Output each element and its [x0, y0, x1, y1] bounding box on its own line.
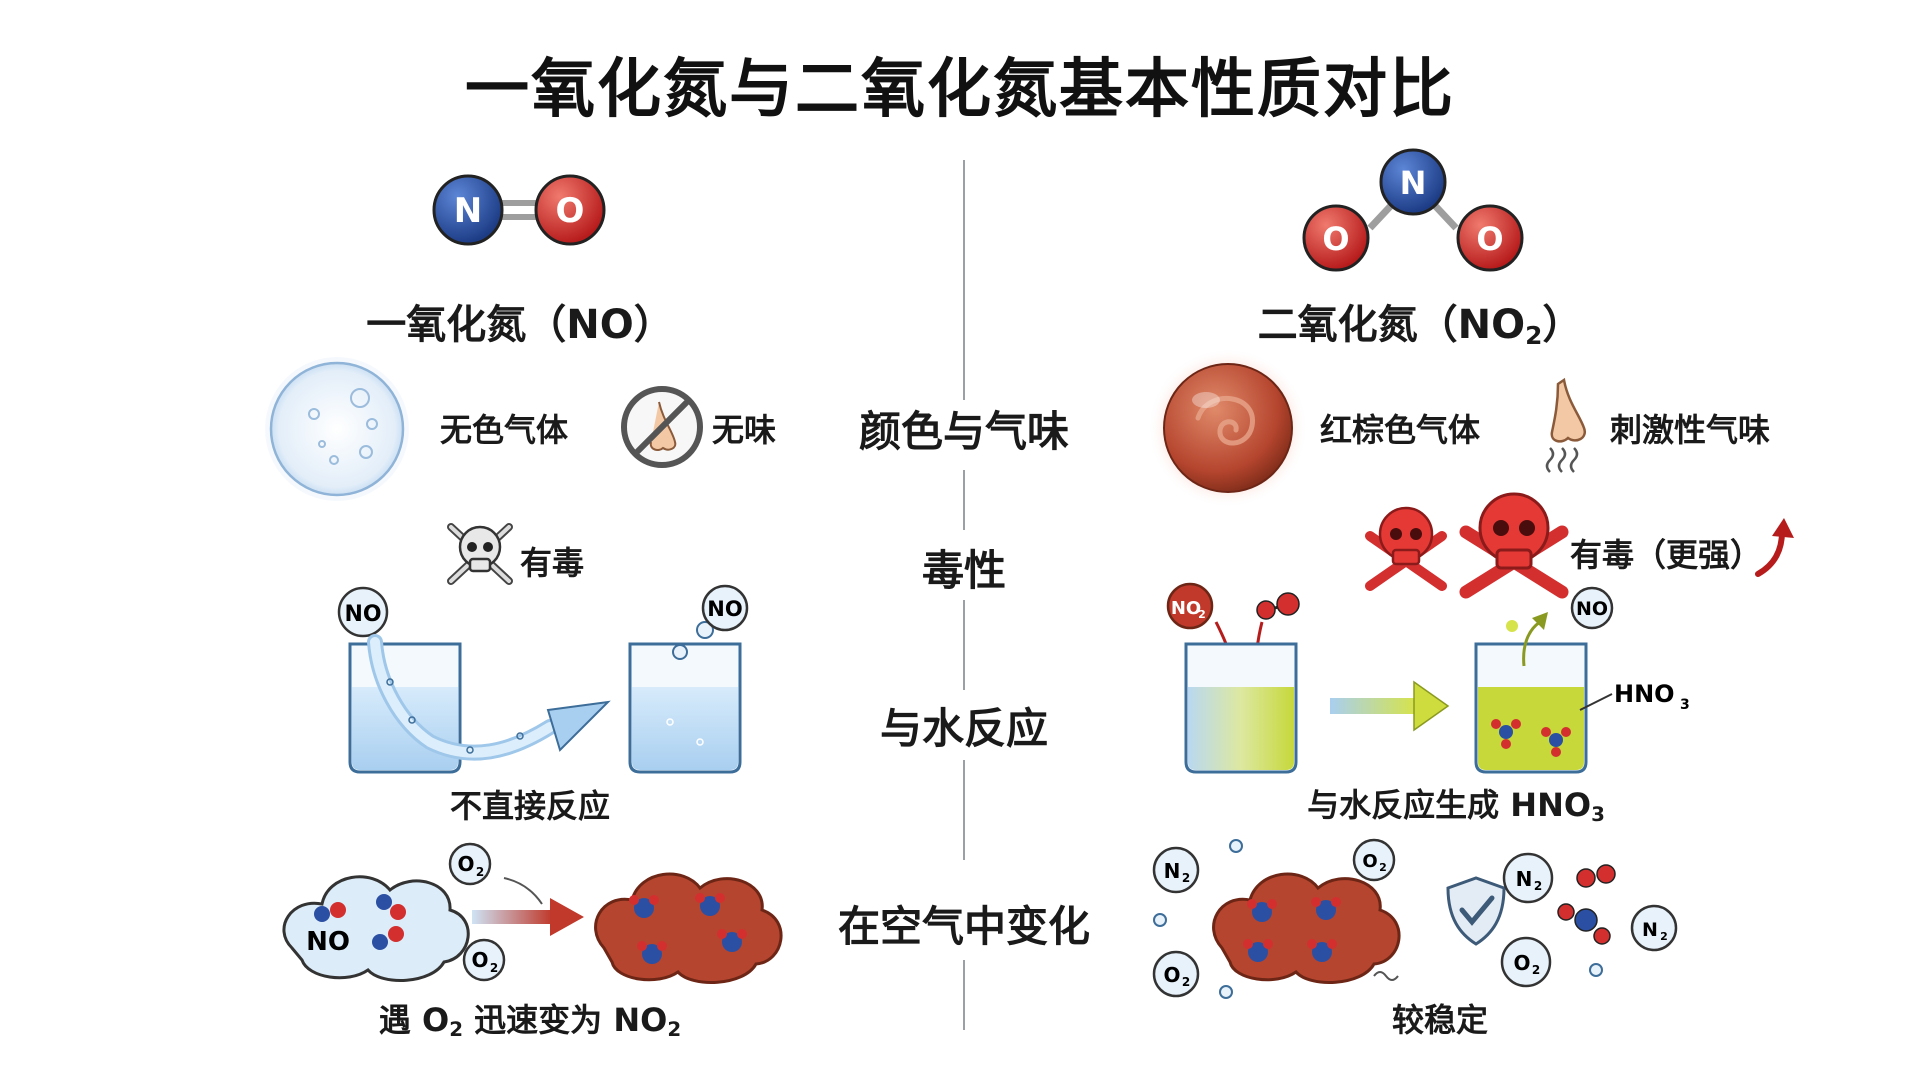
center-divider [963, 160, 965, 400]
o2-bubble: O 2 [1500, 936, 1552, 988]
n2-bubble: N 2 [1502, 852, 1554, 904]
no2-water-diagram: NO 2 NO HNO 3 [1166, 582, 1690, 774]
n2-sub: 2 [1534, 879, 1542, 893]
no2-molecule-icon: N O O [1302, 148, 1524, 272]
no2-water-tag: NO [1171, 598, 1201, 619]
hno3-sub: 3 [1680, 697, 1690, 713]
caption-sub: 3 [1591, 802, 1605, 826]
category-color-smell: 颜色与气味 [858, 407, 1069, 456]
no2-water-tag-no: NO [1576, 598, 1608, 620]
tag-sub: 2 [1198, 608, 1206, 621]
no-toxicity-label: 有毒 [520, 544, 585, 582]
o2-tag-sub: 2 [490, 961, 498, 975]
no-water-tag-right: NO [707, 597, 742, 621]
shield-icon [1446, 876, 1506, 946]
no-color-label: 无色气体 [440, 411, 569, 449]
colorless-gas-icon [265, 357, 409, 501]
caption-sub: 2 [667, 1017, 682, 1041]
o2-sub: 2 [1182, 975, 1190, 989]
increase-arrow-icon [1755, 518, 1794, 577]
category-toxicity: 毒性 [921, 546, 1006, 595]
caption-part: 与水反应生成 HNO [1307, 786, 1592, 824]
skull-icon [447, 523, 513, 585]
center-divider [963, 760, 965, 860]
o2-sub: 2 [1379, 861, 1387, 874]
no-molecule-icon: N O [432, 174, 606, 246]
n2-label: N [1642, 919, 1658, 941]
o2-bubble: O 2 [1352, 838, 1396, 882]
no-smell-label: 无味 [712, 411, 777, 449]
name-sub: 2 [1525, 321, 1543, 351]
no-name: 一氧化氮（NO） [366, 302, 674, 348]
o2-tag: O [471, 948, 488, 972]
no-cloud-label: NO [306, 927, 350, 957]
atom-o-label: O [1476, 220, 1503, 258]
o2-label: O [1362, 851, 1377, 872]
category-water: 与水反应 [879, 704, 1048, 753]
center-divider [963, 600, 965, 690]
page-title: 一氧化氮与二氧化氮基本性质对比 [465, 53, 1455, 127]
brown-gas-icon [1148, 348, 1308, 508]
o2-tag-sub: 2 [476, 865, 484, 879]
no2-water-caption: 与水反应生成 HNO3 [1286, 780, 1626, 826]
nose-icon [1545, 377, 1587, 473]
no-smell-icon [621, 386, 703, 468]
no2-color-label: 红棕色气体 [1320, 411, 1481, 449]
no2-air-caption: 较稳定 [1391, 1001, 1488, 1039]
no-air-diagram: NO O 2 O 2 [282, 842, 783, 984]
no-air-caption: 遇 O2 迅速变为 NO2 [360, 995, 700, 1041]
o2-tag: O [457, 852, 474, 876]
n2-sub: 2 [1660, 930, 1668, 943]
red-skull-icon [1459, 492, 1569, 599]
caption-part: 迅速变为 NO [463, 1001, 668, 1039]
no-water-diagram: NO NO [337, 584, 749, 774]
atom-o-label: O [1322, 220, 1349, 258]
no2-name: 二氧化氮（NO2） [1240, 292, 1600, 350]
no-water-caption: 不直接反应 [449, 787, 610, 825]
no2-smell-label: 刺激性气味 [1610, 411, 1771, 449]
o2-sub: 2 [1532, 963, 1540, 977]
n2-label: N [1516, 867, 1533, 891]
n2-bubble: N 2 [1630, 904, 1678, 952]
hno3-label: HNO [1614, 680, 1675, 708]
n2-sub: 2 [1182, 871, 1190, 885]
name-part: ） [1542, 302, 1583, 348]
name-part: 二氧化氮（NO [1257, 302, 1526, 348]
no2-toxicity-label: 有毒（更强） [1570, 536, 1763, 574]
atom-n-label: N [454, 191, 482, 231]
no-water-tag: NO [344, 602, 381, 627]
caption-part: 遇 O [378, 1001, 450, 1039]
no2-air-diagram: N 2 O 2 O 2 N 2 O 2 N 2 [1152, 838, 1678, 999]
atom-n-label: N [1400, 164, 1427, 202]
center-divider [963, 960, 965, 1030]
n2-label: N [1164, 859, 1181, 883]
o2-label: O [1163, 963, 1180, 987]
red-skull-icon [1365, 506, 1447, 591]
o2-bubble: O 2 [1152, 950, 1200, 998]
o2-label: O [1513, 951, 1530, 975]
category-air: 在空气中变化 [837, 902, 1090, 951]
center-divider [963, 470, 965, 530]
atom-o-label: O [556, 191, 585, 231]
n2-bubble: N 2 [1152, 846, 1200, 894]
caption-sub: 2 [449, 1017, 464, 1041]
